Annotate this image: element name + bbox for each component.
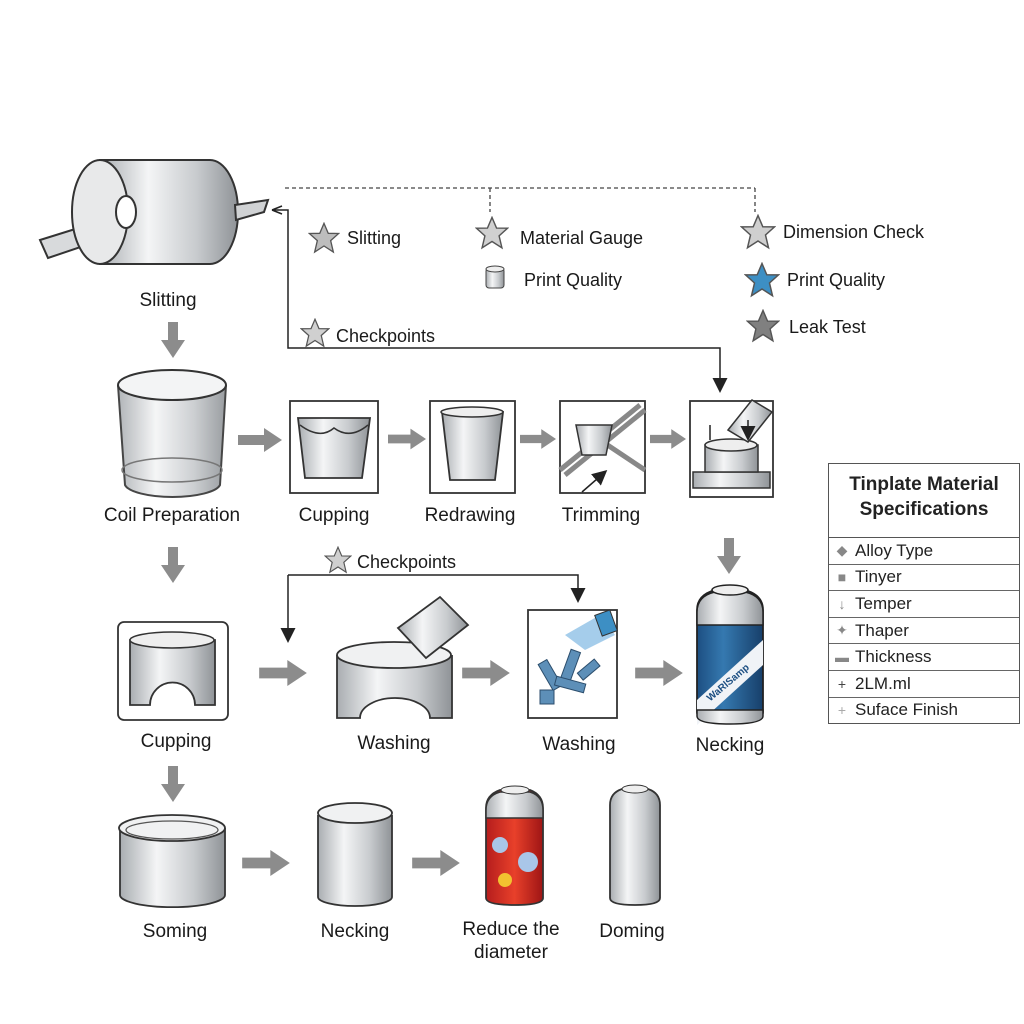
step-label-soming: Soming [143, 921, 207, 942]
legend-print-quality-1: Print Quality [524, 270, 622, 290]
checkpoint-connector [272, 209, 728, 393]
star-icon [740, 214, 776, 249]
spec-row: ◆Alloy Type [829, 538, 1019, 565]
legend-checkpoints-1: Checkpoints [336, 326, 435, 346]
spec-row: ↓Temper [829, 591, 1019, 618]
legend-material-gauge: Material Gauge [520, 228, 643, 248]
star-dark-icon [746, 309, 780, 342]
doming-can-illustration [609, 784, 661, 906]
step-label-cupping-top: Cupping [299, 505, 370, 526]
down-arrow-icon [717, 538, 741, 574]
blue-can-illustration: WaRlSamp [696, 584, 764, 725]
dashed-connector [285, 187, 756, 212]
right-arrow-icon [242, 850, 290, 876]
step-label-necking: Necking [321, 921, 390, 942]
rectangle-icon: ▬ [835, 649, 849, 666]
coil-preparation-illustration [117, 369, 227, 498]
down-arrow-icon [161, 322, 185, 358]
down-arrow-icon [161, 547, 185, 583]
star-icon [324, 546, 352, 573]
step-label-reduce-diameter-1: Reduce the [462, 919, 559, 940]
spec-row: +2LM.ml [829, 671, 1019, 698]
spec-row: ✦Thaper [829, 618, 1019, 645]
right-arrow-icon [462, 660, 510, 686]
necking-can-illustration [317, 802, 393, 907]
washing-tub-illustration [336, 595, 470, 719]
spec-table-title: Tinplate Material Specifications [829, 464, 1019, 538]
step-label-slitting: Slitting [139, 290, 196, 311]
thermometer-icon: ↓ [838, 595, 846, 612]
right-arrow-icon [520, 429, 556, 449]
step-label-trimming: Trimming [562, 505, 640, 526]
legend-print-quality-2: Print Quality [787, 270, 885, 290]
checkpoint-connector-2 [288, 574, 586, 603]
sparkle-icon: ✦ [836, 622, 848, 639]
red-can-illustration [485, 785, 544, 906]
soming-cylinder-illustration [118, 814, 226, 909]
step-label-doming: Doming [599, 921, 664, 942]
step-label-cupping: Cupping [141, 731, 212, 752]
right-arrow-icon [388, 428, 426, 450]
cylinder-icon [485, 265, 505, 289]
star-icon [300, 318, 330, 347]
plus-icon: + [837, 675, 847, 692]
square-icon: ■ [837, 569, 847, 586]
drop-icon: ◆ [836, 542, 848, 559]
step-label-washing-1: Washing [357, 733, 430, 754]
step-label-redrawing: Redrawing [425, 505, 516, 526]
right-arrow-icon [635, 660, 683, 686]
spec-row: ■Tinyer [829, 565, 1019, 592]
legend-checkpoints-2: Checkpoints [357, 552, 456, 572]
down-arrow-icon [161, 766, 185, 802]
step-label-coil-preparation: Coil Preparation [104, 505, 240, 526]
star-blue-icon [744, 262, 780, 297]
star-icon [475, 216, 509, 249]
spec-row: +Suface Finish [829, 698, 1019, 724]
step-label-washing-2: Washing [542, 734, 615, 755]
plus-light-icon: + [837, 702, 847, 719]
coil-illustration [38, 159, 270, 265]
star-icon [308, 222, 340, 253]
step-label-reduce-diameter-2: diameter [474, 942, 549, 963]
spec-table: Tinplate Material Specifications ◆Alloy … [828, 463, 1020, 725]
right-arrow-icon [238, 428, 282, 452]
legend-dimension-check: Dimension Check [783, 222, 925, 242]
legend-slitting: Slitting [347, 228, 401, 248]
right-arrow-icon [412, 850, 460, 876]
spec-row: ▬Thickness [829, 644, 1019, 671]
right-arrow-icon [259, 660, 307, 686]
legend-leak-test: Leak Test [789, 317, 866, 337]
right-arrow-icon [650, 429, 686, 449]
step-label-necking-right: Necking [696, 735, 765, 756]
